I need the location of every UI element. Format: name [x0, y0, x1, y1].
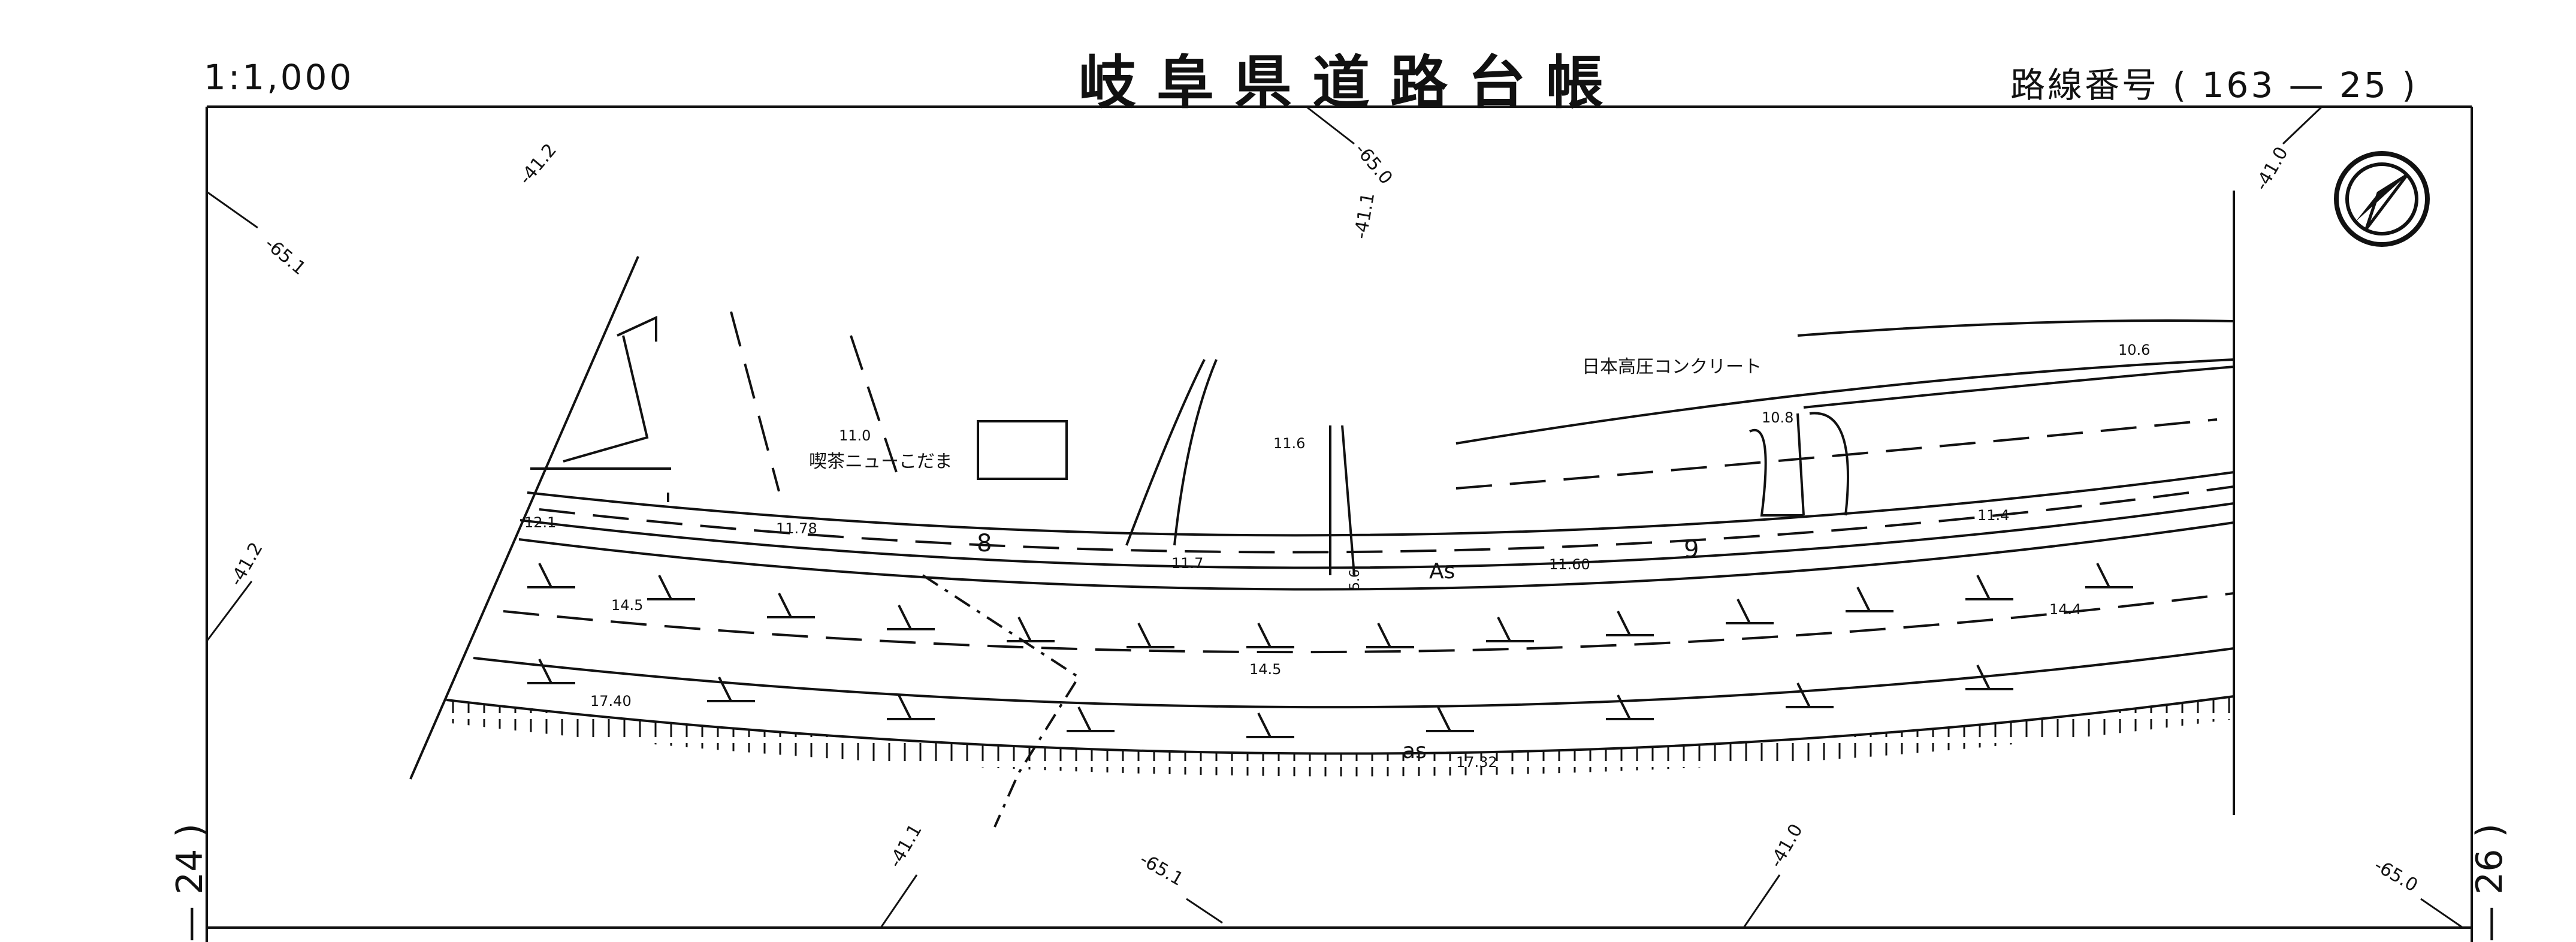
north-arrow-icon [2334, 151, 2430, 247]
cut-slope-hatch [446, 696, 2234, 777]
elevation-label: 17.40 [590, 693, 632, 709]
grid-label: -41.0 [2251, 143, 2293, 194]
elevation-label: 11.78 [776, 520, 817, 537]
elevation-label: 14.5 [1249, 661, 1281, 678]
elevation-label: 11.6 [1273, 435, 1305, 452]
elevation-label: 11.7 [1171, 555, 1203, 572]
grid-label: -41.2 [515, 140, 561, 189]
route-number-label: 路線番号 [2010, 65, 2160, 105]
grid-label: -41.2 [226, 539, 267, 590]
elevation-label: 11.0 [839, 427, 871, 444]
elevation-label: 10.6 [2118, 342, 2150, 358]
road-centerlines [503, 311, 2234, 654]
grid-label: -41.1 [885, 820, 926, 871]
elevation-label: 17.32 [1456, 754, 1497, 771]
elevation-label: 14.4 [2049, 601, 2081, 618]
left-boundary-line [409, 256, 639, 780]
elevation-label: 10.8 [1762, 409, 1793, 426]
grid-ticks [206, 105, 2463, 929]
station-label: 9 [1684, 536, 1699, 563]
building-label: 日本高圧コンクリート [1582, 357, 1762, 378]
grid-label: -65.1 [1136, 849, 1187, 890]
grid-label: -41.0 [1766, 820, 1807, 871]
map-frame [206, 105, 2473, 942]
elevation-label: 11.4 [1977, 507, 2009, 524]
route-number-value: ( 163 — 25 ) [2172, 65, 2418, 105]
survey-line [922, 574, 1080, 828]
elevation-label: 14.5 [611, 597, 643, 614]
grid-label: -41.1 [1350, 191, 1379, 241]
building-label: 喫茶ニューこだま [809, 451, 952, 472]
embankment-marks [527, 563, 2133, 738]
sheet-title: 岐阜県道路台帳 [1079, 49, 1624, 116]
station-label: 8 [977, 530, 992, 557]
road-edges [446, 319, 2234, 755]
map-labels: -41.2 -65.0 -41.1 -41.0 -65.1 -41.2 -41.… [226, 140, 2421, 896]
surface-label: as [1402, 739, 1427, 763]
elevation-label: 11.60 [1549, 556, 1590, 573]
parcels [563, 315, 1849, 576]
scale-label: 1:1,000 [204, 57, 354, 98]
elevation-label: 12.1 [524, 514, 556, 531]
grid-label: -65.0 [2370, 855, 2421, 896]
surface-label: As [1429, 559, 1455, 584]
elevation-label: 5.6 [1348, 569, 1363, 590]
grid-label: -65.0 [1351, 140, 1397, 189]
route-number: 路線番号 ( 163 — 25 ) [2010, 57, 2418, 107]
grid-label: -65.1 [261, 233, 310, 279]
